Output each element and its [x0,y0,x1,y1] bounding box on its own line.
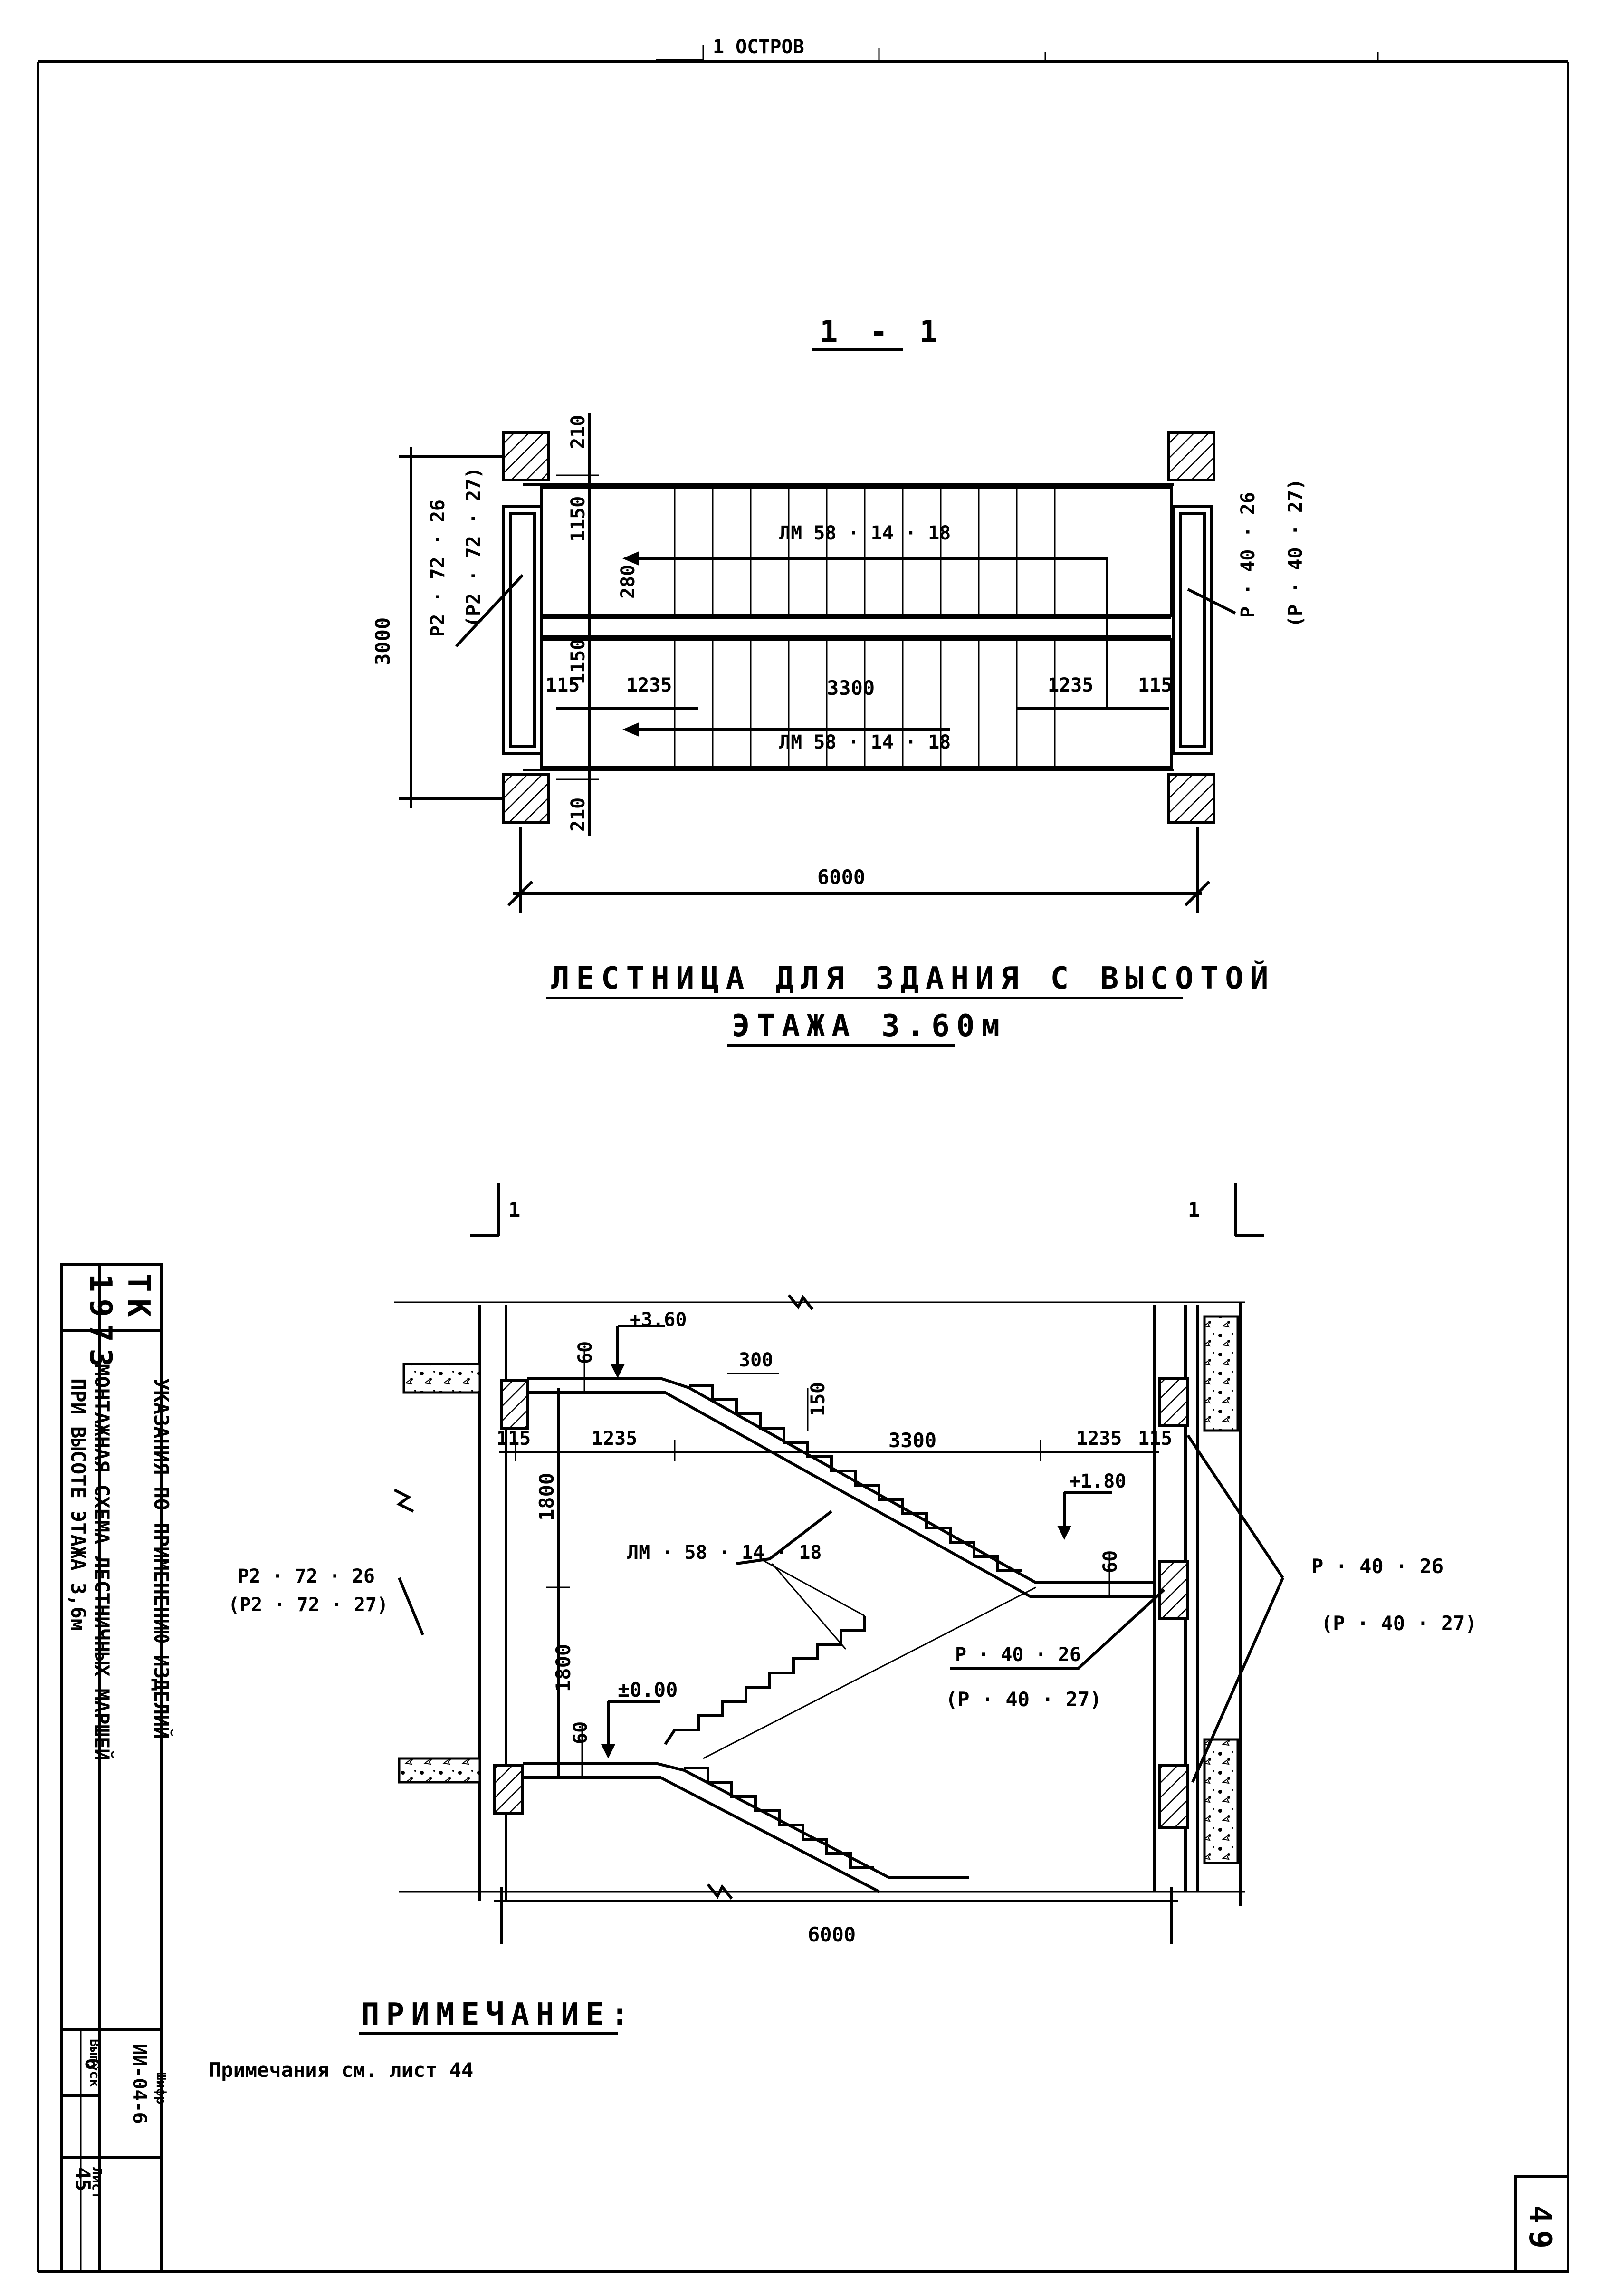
section-dim-6000: 6000 [808,1923,856,1946]
plan-dim-210-top: 210 [567,415,589,449]
stamp-series-label: Шифр [153,2072,169,2104]
stamp-title1: УКАЗАНИЯ ПО ПРИМЕНЕНИЮ ИЗДЕЛИЙ [150,1378,173,1739]
stamp-title3: ПРИ ВЫСОТЕ ЭТАЖА 3,6м [67,1378,90,1631]
section-dim-1800-bottom: 1800 [552,1644,575,1692]
plan-dim-3000: 3000 [371,617,394,665]
page-number: 49 [1522,2205,1557,2255]
plan-dim-1150-b: 1150 [567,639,589,684]
plan-right-beam-label: Р · 40 · 26 [1237,492,1259,618]
section-cut-left: 1 [508,1198,520,1221]
section-right-beam-label: Р · 40 · 26 [1311,1555,1443,1578]
level-bottom: ±0.00 [618,1678,678,1701]
section-dim-60-bottom: 60 [570,1721,592,1744]
section-dim-115-left: 115 [497,1428,531,1450]
stamp-title2: МОНТАЖНАЯ СХЕМА ЛЕСТНИЧНЫХ МАРШЕЙ [90,1364,114,1760]
section-dim-1235-left: 1235 [592,1428,637,1450]
section-dim-115-right: 115 [1138,1428,1172,1450]
section-dim-1800-top: 1800 [535,1473,558,1521]
section-dim-150: 150 [807,1382,829,1416]
section-dim-1235-right: 1235 [1076,1428,1122,1450]
stamp-issue-label: Выпуск [87,2039,103,2087]
level-top: +3.60 [630,1309,687,1331]
stamp-sheet-label: Лист [89,2167,105,2199]
section-dim-300: 300 [739,1349,773,1371]
section-cut-marks [470,1183,1264,1237]
plan-left-beam-label: Р2 · 72 · 26 [427,500,449,637]
section-mid-beam-label: Р · 40 · 26 [955,1644,1081,1666]
plan-dim-1235-right: 1235 [1048,674,1093,696]
section-left-beam-alt-label: (Р2 · 72 · 27) [228,1594,388,1616]
section-left-beam-label: Р2 · 72 · 26 [238,1566,375,1587]
plan-left-beam-alt-label: (Р2 · 72 · 27) [463,467,485,627]
plan-section-mark: 1 - 1 [820,315,945,350]
plan-march-label-bottom: ЛМ 58 · 14 · 18 [779,731,951,753]
plan-title-line2: ЭТАЖА 3.60м [732,1009,1006,1044]
plan-title-line1: ЛЕСТНИЦА ДЛЯ ЗДАНИЯ С ВЫСОТОЙ [551,960,1275,996]
stamp-org: ТК [121,1274,156,1324]
note-heading: ПРИМЕЧАНИЕ: [361,1997,636,2032]
stamp-year: 1973 [83,1274,118,1374]
stamp-issue: 6 [81,2058,104,2070]
section-dim-60-mid: 60 [1099,1550,1121,1573]
section-march-label: ЛМ · 58 · 14 · 18 [627,1542,822,1564]
plan-dim-1235-left: 1235 [626,674,672,696]
note-text: Примечания см. лист 44 [209,2058,473,2082]
section-right-beam-alt-label: (Р · 40 · 27) [1321,1612,1477,1635]
plan-dim-6000: 6000 [817,865,865,889]
section-dim-3300: 3300 [888,1429,936,1452]
header-text: 1 ОСТРОВ [713,36,804,58]
section-view [393,1294,1284,1944]
plan-dim-280: 280 [617,565,639,599]
plan-dim-115-right: 115 [1138,674,1172,696]
plan-dim-1150-a: 1150 [567,496,589,542]
plan-march-label-top: ЛМ 58 · 14 · 18 [779,522,951,544]
stamp-sheet: 45 [71,2167,95,2191]
section-cut-right: 1 [1188,1198,1200,1221]
stamp-series: ИИ-04-6 [128,2044,150,2124]
section-mid-beam-alt-label: (Р · 40 · 27) [946,1688,1102,1711]
plan-dim-210-bottom: 210 [567,797,589,832]
plan-right-beam-alt-label: (Р · 40 · 27) [1285,479,1307,627]
section-dim-60-top: 60 [574,1341,596,1364]
page-number-box [1514,2175,1569,2273]
plan-dim-115-left: 115 [545,674,580,696]
level-mid: +1.80 [1069,1470,1126,1492]
plan-view [399,413,1236,913]
sheet-frame [37,45,1569,2273]
plan-dim-3300: 3300 [827,676,875,700]
title-block [60,1263,163,2273]
